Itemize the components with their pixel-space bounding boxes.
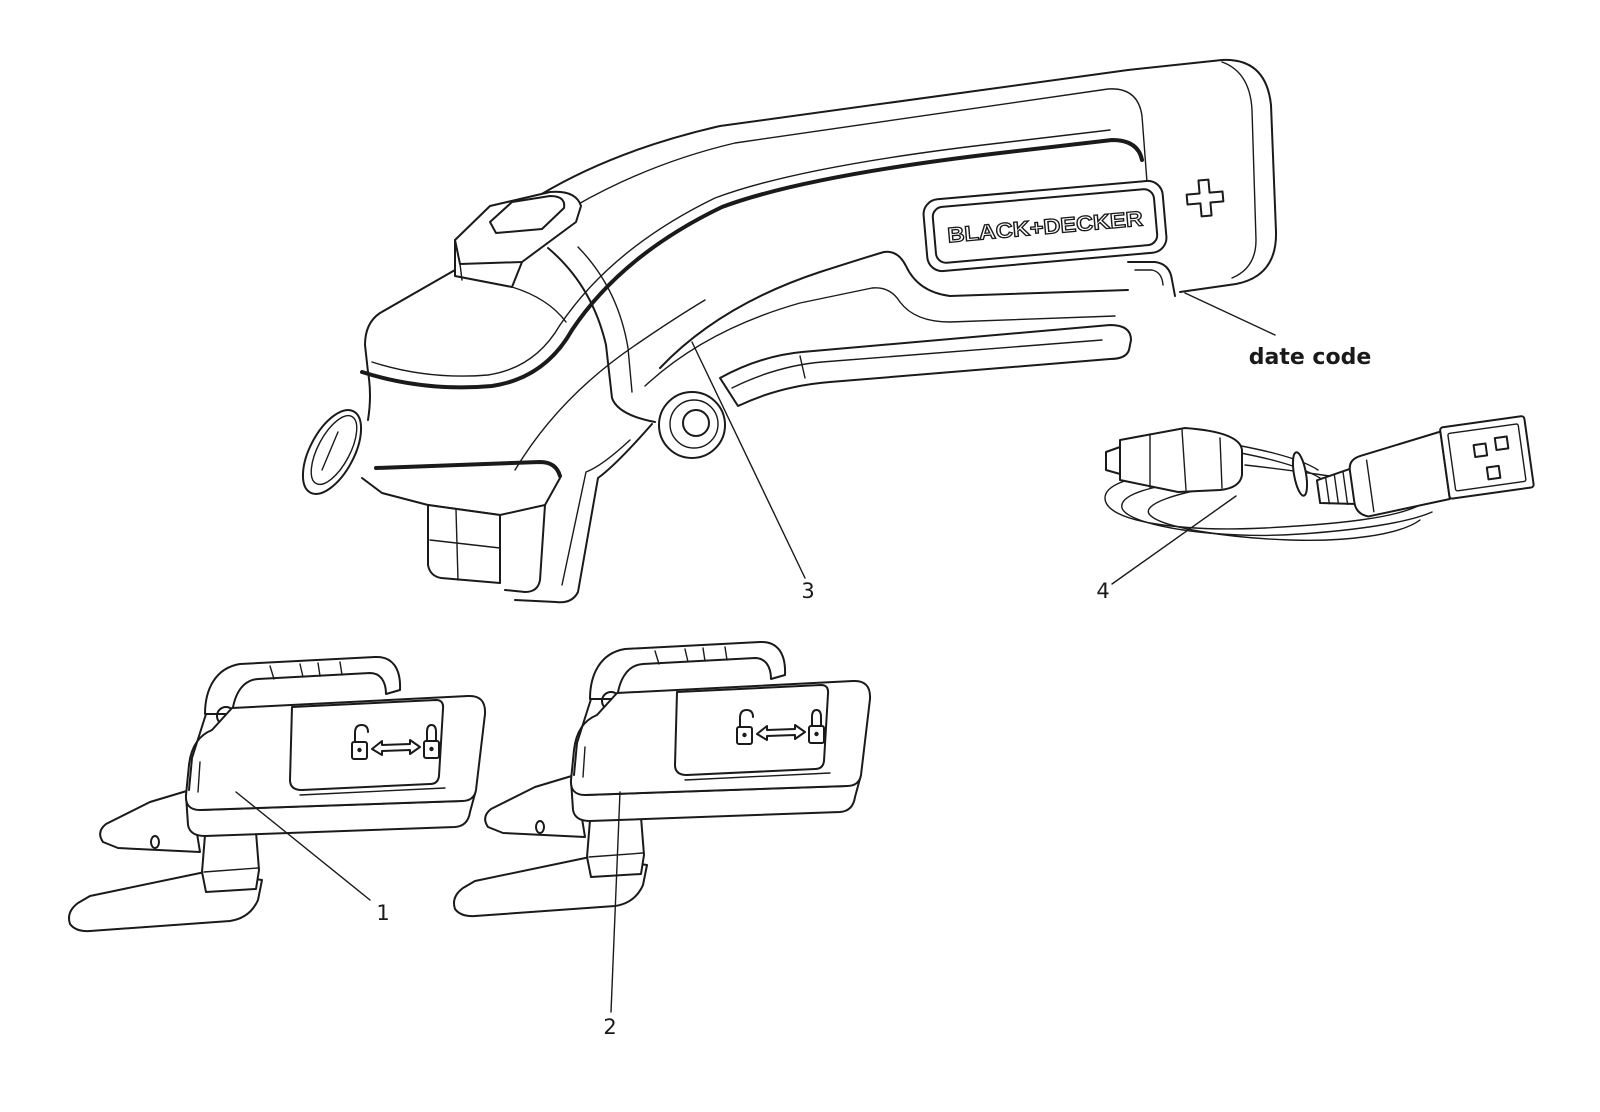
nose-button-outer bbox=[301, 409, 363, 495]
callout-label-date-code: date code bbox=[1249, 345, 1372, 370]
grip-band-edge bbox=[360, 138, 1144, 390]
strain-relief-ridge bbox=[1333, 474, 1340, 505]
micro-connector-tip bbox=[1105, 446, 1121, 475]
trigger-lever bbox=[719, 324, 1132, 407]
head-top-face-left bbox=[364, 269, 456, 373]
callout-label-1: 1 bbox=[376, 901, 389, 925]
head-side-contour bbox=[514, 299, 706, 471]
date-code-recess-inner bbox=[1134, 269, 1164, 286]
head-front-outer bbox=[504, 504, 546, 593]
pivot-ring bbox=[669, 399, 719, 449]
handle-underside bbox=[659, 250, 1129, 369]
plug-contact-window bbox=[1485, 464, 1502, 481]
pivot-screw bbox=[682, 409, 710, 437]
nose-edge bbox=[367, 371, 371, 421]
callout-line-1 bbox=[235, 791, 371, 901]
callout-line-date-code bbox=[1184, 292, 1276, 336]
switch-base-edge bbox=[459, 263, 463, 281]
head-seam-inner bbox=[577, 246, 633, 393]
plug-shell-inner bbox=[1447, 423, 1527, 492]
blade-head-2 bbox=[453, 640, 872, 918]
strain-relief-ridge bbox=[1342, 470, 1349, 505]
cable-loop bbox=[1147, 484, 1421, 542]
blade-head-1 bbox=[68, 655, 487, 933]
socket-divider bbox=[429, 539, 501, 549]
head-side-inner bbox=[561, 439, 631, 586]
trigger-lever-edge bbox=[731, 339, 1103, 389]
handle-underside-inner bbox=[644, 287, 1116, 387]
cable-tie bbox=[1291, 451, 1309, 497]
micro-connector bbox=[1119, 427, 1243, 493]
plus-icon bbox=[1185, 178, 1225, 218]
micro-connector-seam bbox=[1181, 429, 1187, 491]
callout-label-3: 3 bbox=[801, 579, 814, 603]
date-code-recess bbox=[1127, 261, 1176, 297]
callout-line-2 bbox=[610, 791, 621, 1013]
grip-band-inner bbox=[371, 129, 1111, 377]
callout-label-4: 4 bbox=[1096, 579, 1109, 603]
plug-contact-window bbox=[1493, 435, 1510, 451]
usb-a-plug bbox=[1315, 415, 1535, 518]
cable-loop bbox=[1244, 464, 1331, 477]
power-switch-button bbox=[489, 195, 566, 234]
brand-logo-plate: BLACK+DECKER bbox=[922, 179, 1168, 273]
nose-button-inner bbox=[310, 414, 358, 486]
logo-plate-inner bbox=[931, 188, 1159, 264]
cordless-scissors-body: BLACK+DECKER bbox=[301, 58, 1278, 604]
micro-connector-seam bbox=[1219, 437, 1223, 489]
end-cap bbox=[1127, 58, 1278, 293]
nose-button-marking bbox=[321, 431, 339, 471]
end-cap-seam bbox=[1221, 61, 1257, 279]
handle-top-outline bbox=[539, 69, 1129, 196]
head-seam-outer bbox=[547, 247, 656, 423]
plug-metal-shell bbox=[1439, 415, 1535, 500]
trigger-lever-groove bbox=[799, 355, 806, 379]
plug-contact-window bbox=[1472, 442, 1489, 459]
strain-relief-ridge bbox=[1325, 477, 1331, 505]
head-side-outer bbox=[514, 423, 653, 604]
switch-base bbox=[454, 239, 523, 288]
plug-body bbox=[1348, 430, 1451, 518]
handle-top-highlight bbox=[574, 88, 1148, 207]
callout-line-3 bbox=[691, 341, 806, 579]
plug-body-edge bbox=[1365, 459, 1375, 513]
blade-slot bbox=[374, 460, 562, 478]
release-button-icon bbox=[301, 409, 363, 495]
usb-cable bbox=[1104, 415, 1535, 542]
callout-line-4 bbox=[1111, 495, 1237, 585]
callout-label-2: 2 bbox=[603, 1015, 616, 1039]
socket-divider bbox=[455, 509, 459, 581]
head-top-face-right bbox=[511, 286, 567, 323]
cable-loop bbox=[1121, 475, 1433, 537]
